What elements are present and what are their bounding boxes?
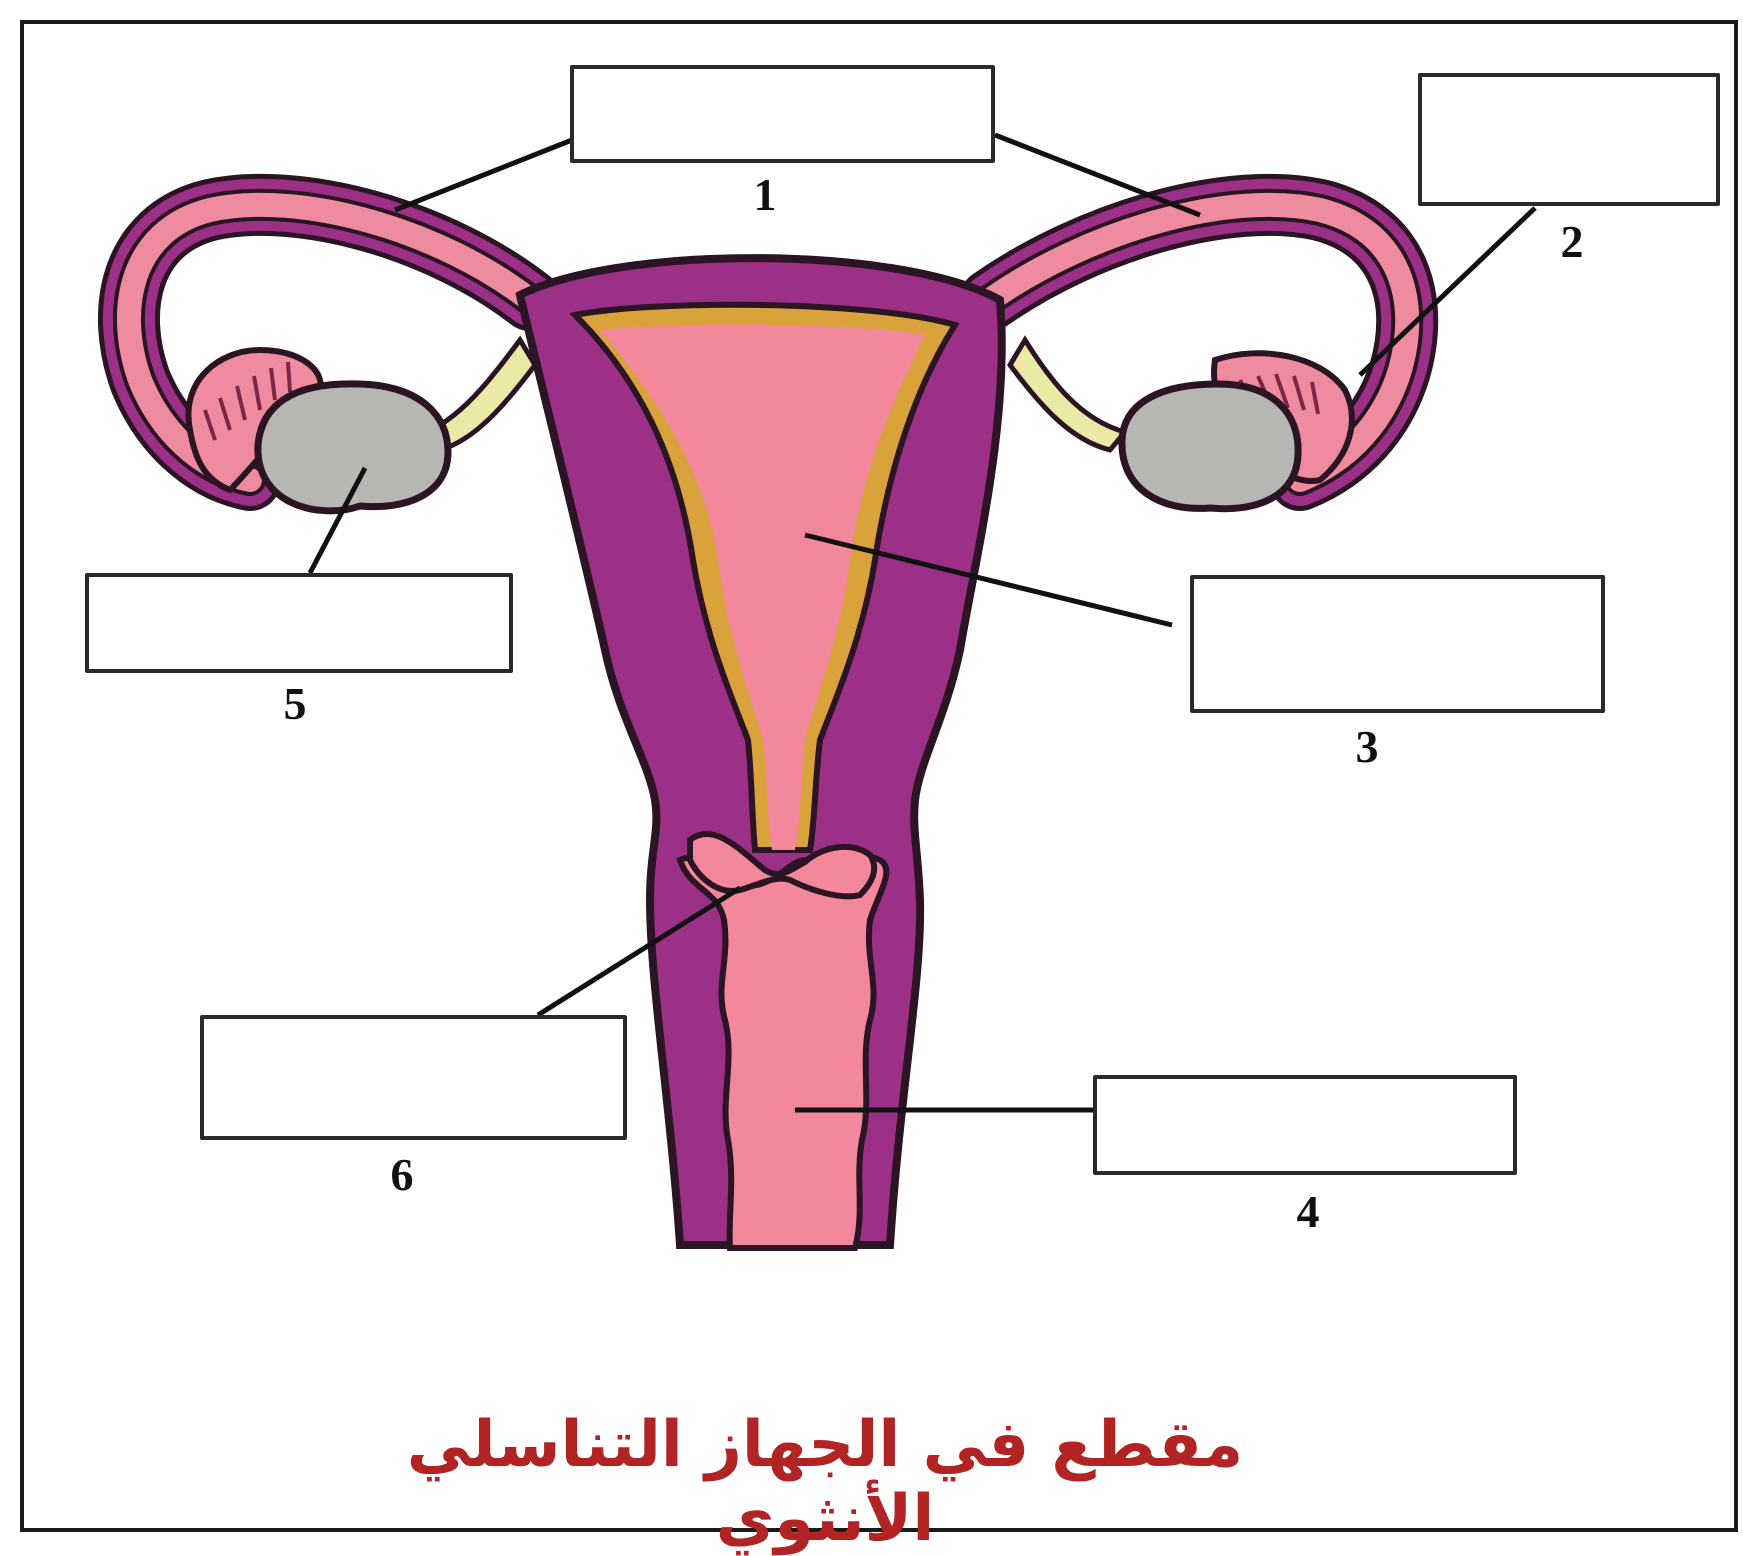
right-ovary [1122,384,1298,509]
answer-box-4[interactable] [1093,1075,1517,1175]
label-number-6: 6 [372,1148,432,1201]
answer-box-1[interactable] [570,65,995,163]
right-ovarian-ligament [1010,340,1125,450]
answer-box-6[interactable] [200,1015,627,1140]
label-number-2: 2 [1542,215,1602,268]
leader-line-1-right [995,135,1200,215]
leader-line-1-left [395,140,572,210]
label-number-5: 5 [265,677,325,730]
label-number-1: 1 [735,168,795,221]
answer-box-2[interactable] [1418,73,1720,206]
answer-box-3[interactable] [1190,575,1605,713]
label-number-3: 3 [1337,720,1397,773]
label-number-4: 4 [1278,1185,1338,1238]
answer-box-5[interactable] [85,573,513,673]
